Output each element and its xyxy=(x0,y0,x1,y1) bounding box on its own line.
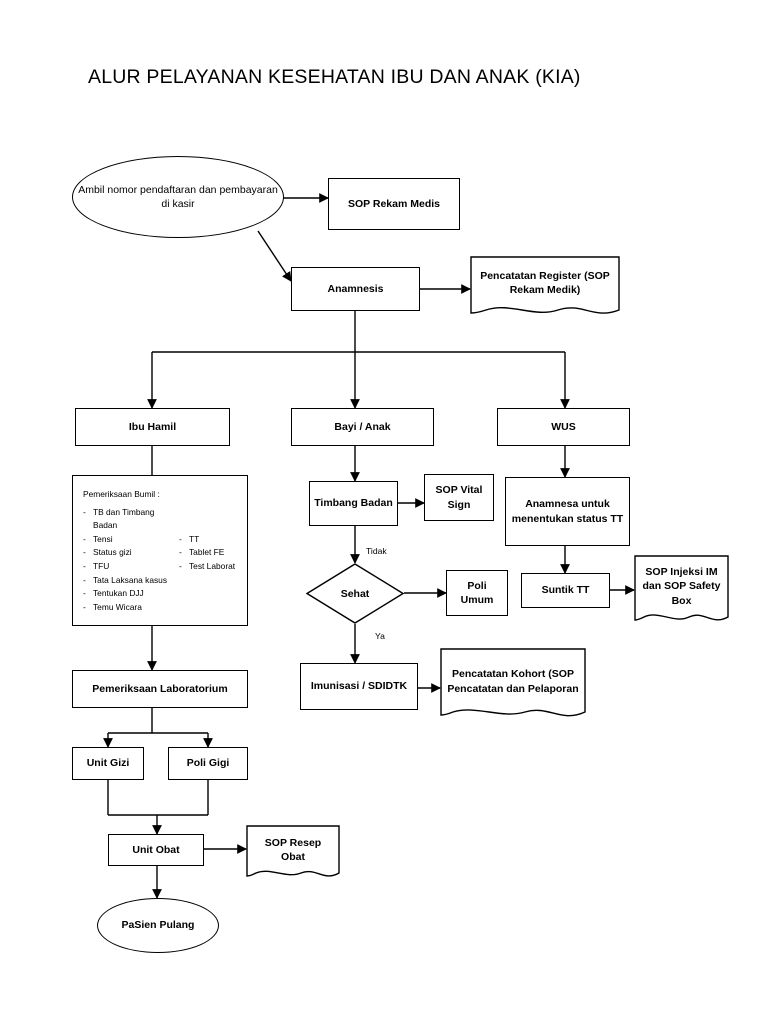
node-unit-gizi: Unit Gizi xyxy=(72,747,144,780)
bumil-item-primary: Tensi xyxy=(93,533,113,544)
bullet-dash-icon: - xyxy=(179,547,182,558)
node-sop-rekam-medis: SOP Rekam Medis xyxy=(328,178,460,230)
node-pencatatan-kohort-label: Pencatatan Kohort (SOP Pencatatan dan Pe… xyxy=(447,668,579,695)
bumil-list-item: -Tensi-TT xyxy=(83,533,237,547)
node-unit-obat-label: Unit Obat xyxy=(132,843,180,856)
bullet-dash-icon: - xyxy=(83,601,86,612)
node-imunisasi: Imunisasi / SDIDTK xyxy=(300,663,418,710)
node-anamnesis: Anamnesis xyxy=(291,267,420,311)
node-timbang-badan-label: Timbang Badan xyxy=(314,497,393,510)
bullet-dash-icon: - xyxy=(83,506,86,517)
node-poli-gigi: Poli Gigi xyxy=(168,747,248,780)
node-suntik-tt-label: Suntik TT xyxy=(541,584,590,597)
node-wus: WUS xyxy=(497,408,630,446)
bumil-item-secondary: TT xyxy=(189,533,200,544)
node-suntik-tt: Suntik TT xyxy=(521,573,610,608)
node-sehat-label: Sehat xyxy=(340,587,370,600)
node-start-label: Ambil nomor pendaftaran dan pembayaran d… xyxy=(78,183,278,210)
node-pemeriksaan-laboratorium-label: Pemeriksaan Laboratorium xyxy=(92,682,228,695)
node-pencatatan-kohort: Pencatatan Kohort (SOP Pencatatan dan Pe… xyxy=(440,648,586,723)
bumil-list-item: -TB dan Timbang Badan xyxy=(83,506,237,533)
node-unit-obat: Unit Obat xyxy=(108,834,204,866)
bullet-dash-icon: - xyxy=(83,561,86,572)
bumil-item-secondary: Test Laborat xyxy=(189,561,236,572)
bumil-item-primary: Temu Wicara xyxy=(93,601,142,612)
node-anamnesa-tt-label: Anamnesa untuk menentukan status TT xyxy=(511,498,624,525)
node-pemeriksaan-bumil: Pemeriksaan Bumil : -TB dan Timbang Bada… xyxy=(72,475,248,626)
node-pemeriksaan-laboratorium: Pemeriksaan Laboratorium xyxy=(72,670,248,708)
bumil-item-primary: TB dan Timbang Badan xyxy=(93,506,155,531)
bumil-item-primary: Status gizi xyxy=(93,547,132,558)
bullet-dash-icon: - xyxy=(83,574,86,585)
node-poli-umum-label: Poli Umum xyxy=(460,579,494,606)
node-anamnesis-label: Anamnesis xyxy=(327,282,384,295)
bumil-list-item: -Status gizi-Tablet FE xyxy=(83,546,237,560)
edge-label-ya: Ya xyxy=(375,631,385,641)
bullet-dash-icon: - xyxy=(83,533,86,544)
node-pencatatan-register: Pencatatan Register (SOP Rekam Medik) xyxy=(470,256,620,318)
bumil-list-item: -Tata Laksana kasus xyxy=(83,574,237,588)
bullet-dash-icon: - xyxy=(179,533,182,544)
bullet-dash-icon: - xyxy=(83,547,86,558)
bumil-list-item: -Tentukan DJJ xyxy=(83,587,237,601)
node-start: Ambil nomor pendaftaran dan pembayaran d… xyxy=(72,156,284,238)
node-ibu-hamil-label: Ibu Hamil xyxy=(128,420,177,433)
node-sehat: Sehat xyxy=(306,563,404,624)
bumil-item-secondary: Tablet FE xyxy=(189,547,225,558)
bullet-dash-icon: - xyxy=(83,588,86,599)
node-sop-injeksi: SOP Injeksi IM dan SOP Safety Box xyxy=(634,555,729,626)
node-bayi-anak-label: Bayi / Anak xyxy=(334,420,391,433)
node-sop-resep-obat: SOP Resep Obat xyxy=(246,825,340,883)
bullet-dash-icon: - xyxy=(179,561,182,572)
bumil-list-item: -Temu Wicara xyxy=(83,601,237,615)
bumil-item-primary: Tentukan DJJ xyxy=(93,588,144,599)
node-imunisasi-label: Imunisasi / SDIDTK xyxy=(310,680,408,693)
node-sop-vital-sign: SOP Vital Sign xyxy=(424,474,494,521)
node-anamnesa-tt: Anamnesa untuk menentukan status TT xyxy=(505,477,630,546)
bumil-item-primary: TFU xyxy=(93,561,110,572)
node-sop-vital-sign-label: SOP Vital Sign xyxy=(435,484,483,511)
node-timbang-badan: Timbang Badan xyxy=(309,481,398,526)
node-poli-umum: Poli Umum xyxy=(446,570,508,616)
node-sop-injeksi-label: SOP Injeksi IM dan SOP Safety Box xyxy=(642,566,721,607)
node-wus-label: WUS xyxy=(551,420,576,433)
node-pencatatan-register-label: Pencatatan Register (SOP Rekam Medik) xyxy=(480,269,610,296)
node-sop-rekam-medis-label: SOP Rekam Medis xyxy=(347,197,440,210)
node-poli-gigi-label: Poli Gigi xyxy=(186,757,230,770)
bumil-title: Pemeriksaan Bumil : xyxy=(83,489,160,499)
page-title: ALUR PELAYANAN KESEHATAN IBU DAN ANAK (K… xyxy=(88,66,581,88)
node-ibu-hamil: Ibu Hamil xyxy=(75,408,230,446)
node-pasien-pulang: PaSien Pulang xyxy=(97,898,219,953)
node-unit-gizi-label: Unit Gizi xyxy=(86,757,130,770)
edge-label-tidak: Tidak xyxy=(366,546,387,556)
bumil-item-primary: Tata Laksana kasus xyxy=(93,574,168,585)
node-sop-resep-obat-label: SOP Resep Obat xyxy=(264,836,322,863)
node-pasien-pulang-label: PaSien Pulang xyxy=(121,919,195,932)
bumil-list: -TB dan Timbang Badan-Tensi-TT-Status gi… xyxy=(83,506,237,615)
bumil-list-item: -TFU-Test Laborat xyxy=(83,560,237,574)
node-bayi-anak: Bayi / Anak xyxy=(291,408,434,446)
